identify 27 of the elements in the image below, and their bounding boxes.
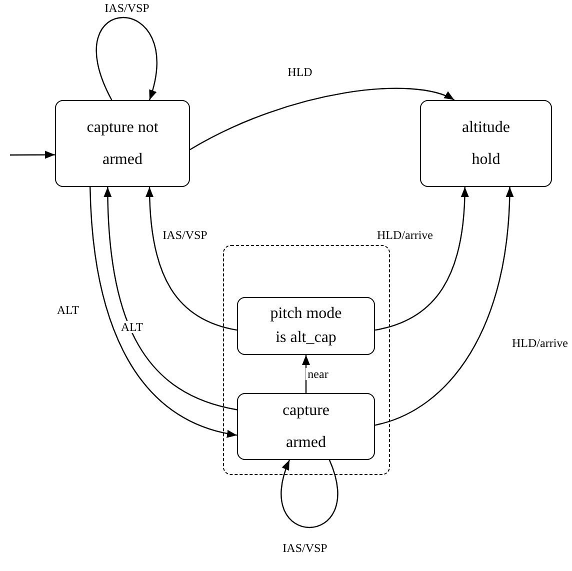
state-box (237, 393, 375, 460)
group-box (223, 245, 390, 475)
edge-label: IAS/VSP (160, 229, 210, 241)
edge-label: ALT (54, 304, 82, 316)
state-label: capture armed (281, 400, 331, 452)
state-box (55, 100, 190, 187)
arrow (374, 186, 514, 426)
arrow (280, 460, 338, 528)
state-box (420, 100, 552, 187)
edge-label: ALT (118, 321, 146, 333)
edge-label: HLD/arrive (510, 337, 570, 349)
state-label: altitude hold (461, 118, 511, 170)
edge-label: IAS/VSP (102, 2, 152, 14)
arrow (374, 186, 469, 331)
state-label: pitch mode is alt_cap (269, 304, 343, 348)
arrow (96, 17, 158, 100)
edge-label: HLD (286, 66, 314, 78)
arrow (90, 186, 238, 437)
arrow (190, 88, 455, 150)
state-label: capture not armed (86, 118, 160, 170)
edge-label: IAS/VSP (280, 542, 330, 554)
edge-label: HLD/arrive (375, 229, 435, 241)
edge-label: near (306, 368, 330, 380)
arrow (10, 150, 55, 159)
arrow (146, 186, 238, 331)
state-box (237, 297, 375, 355)
arrow (104, 186, 238, 410)
